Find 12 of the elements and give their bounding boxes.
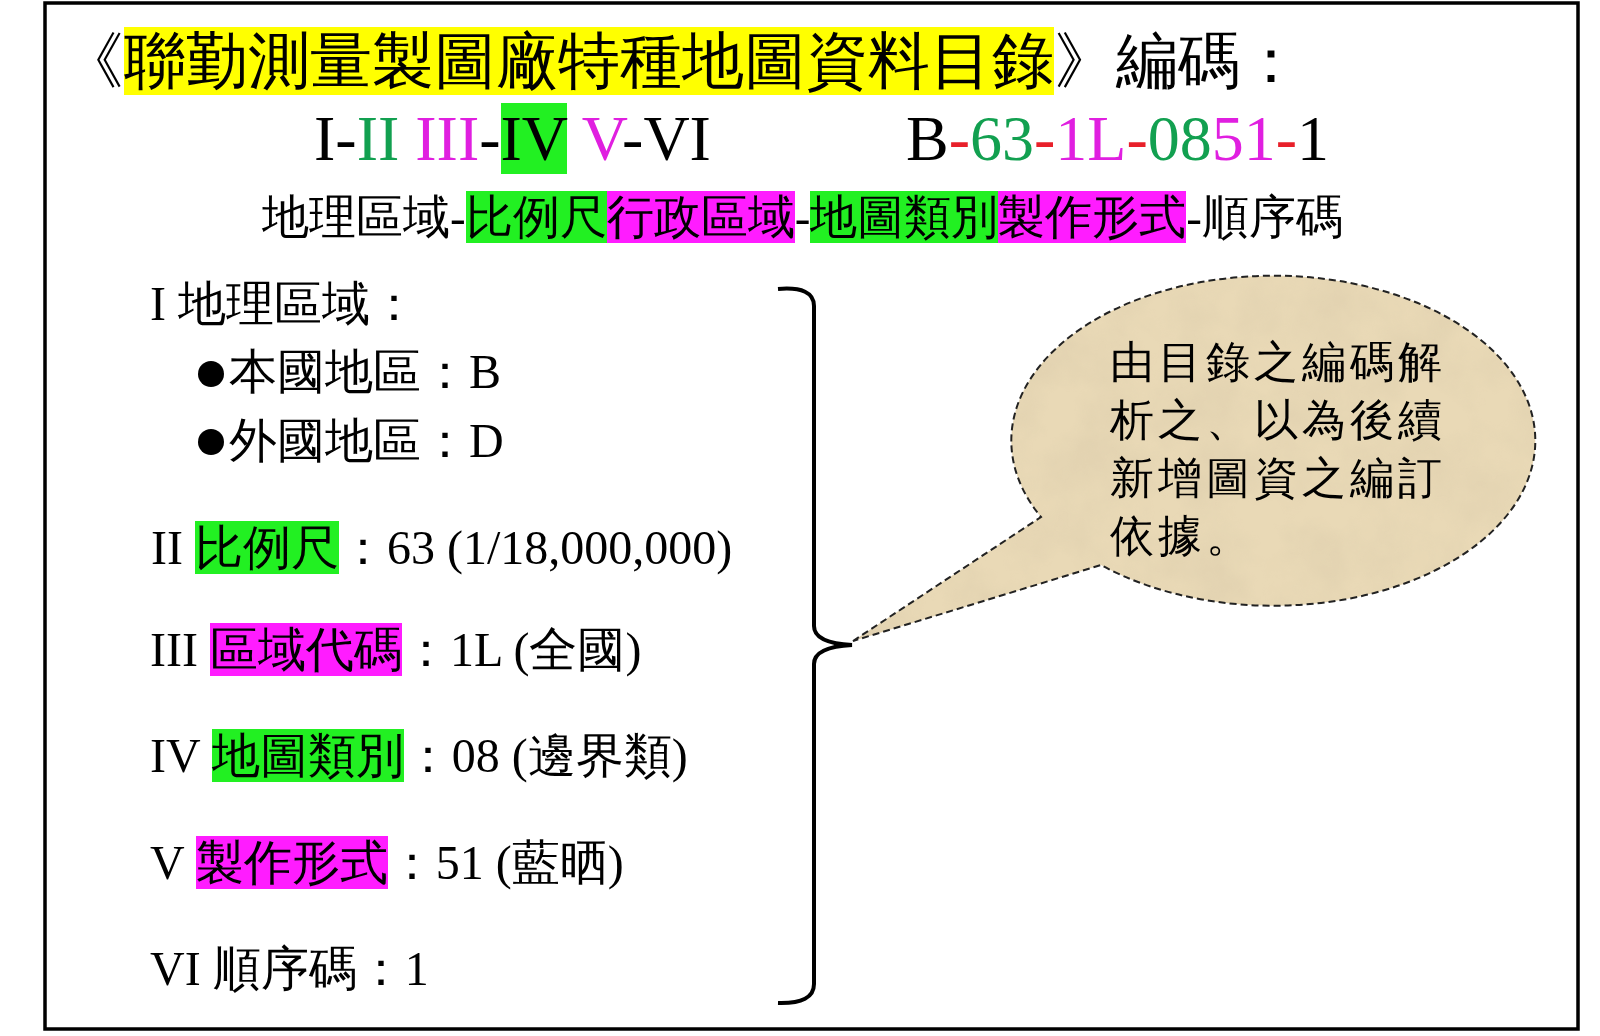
list-item: II 比例尺：63 (1/18,000,000) bbox=[151, 520, 733, 577]
list-heading: I 地理區域： bbox=[150, 276, 418, 332]
code-field-names: 地理區域-比例尺行政區域-地圖類別製作形式-順序碼 bbox=[262, 190, 1343, 245]
list-item: 本國地區：B bbox=[229, 344, 501, 400]
list-item: III 區域代碼：1L (全國) bbox=[150, 622, 642, 679]
callout-text: 由目錄之編碼解析之、以為後續新增圖資之編訂依據。 bbox=[1110, 337, 1447, 563]
list-item: IV 地圖類別：08 (邊界類) bbox=[150, 728, 688, 785]
list-item: VI 順序碼：1 bbox=[150, 941, 429, 997]
list-item: 外國地區：D bbox=[229, 413, 504, 469]
code-example: B-63-1L-0851-1 bbox=[906, 102, 1330, 176]
list-item: V 製作形式：51 (藍晒) bbox=[150, 835, 624, 892]
code-pattern: I-II III-IV V-VI bbox=[314, 102, 711, 176]
